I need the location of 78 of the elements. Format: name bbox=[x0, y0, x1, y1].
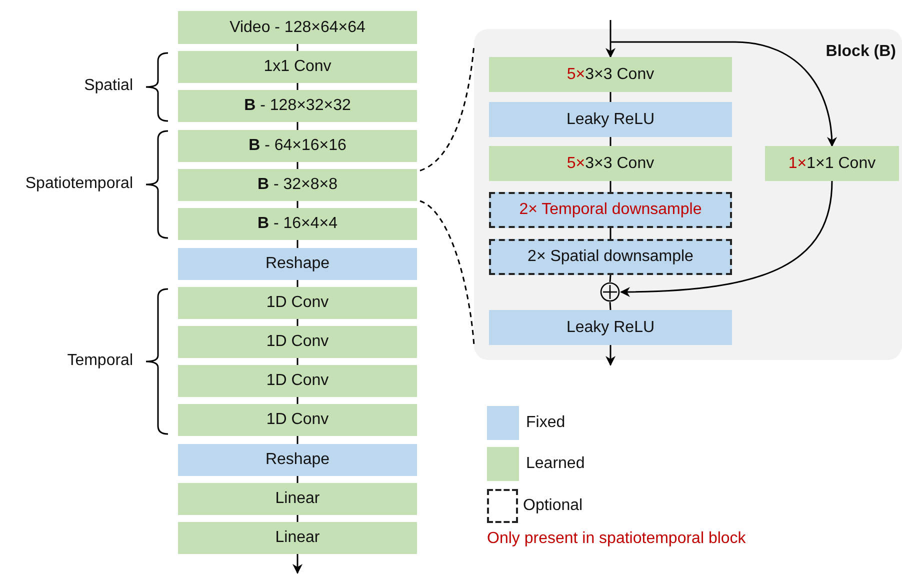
layer-label: 1D Conv bbox=[266, 294, 329, 312]
connector-line bbox=[609, 274, 612, 282]
connector-line bbox=[610, 92, 612, 102]
layer-label: B - 128×32×32 bbox=[244, 97, 351, 115]
layer-box bbox=[489, 192, 732, 228]
connector-line bbox=[296, 397, 298, 404]
layer-box bbox=[489, 239, 732, 275]
legend-label: Learned bbox=[526, 455, 585, 473]
layer-label: 5×3×3 Conv bbox=[566, 154, 654, 172]
layer-label: 5×3×3 Conv bbox=[566, 66, 654, 84]
layer-label: 1x1 Conv bbox=[264, 58, 332, 76]
layer-box bbox=[489, 310, 732, 345]
layer-box bbox=[178, 11, 417, 44]
arrow bbox=[606, 345, 616, 366]
connector-line bbox=[296, 436, 298, 444]
note-text: Only present in spatiotemporal block bbox=[487, 530, 746, 548]
layer-box bbox=[178, 248, 417, 280]
group-label: Spatiotemporal bbox=[25, 175, 133, 193]
connector-line bbox=[610, 228, 612, 239]
layer-box bbox=[178, 326, 417, 358]
layer-label: 1D Conv bbox=[266, 411, 329, 429]
connector-line bbox=[296, 240, 298, 248]
group-label: Temporal bbox=[67, 352, 133, 370]
legend-label: Optional bbox=[523, 497, 583, 515]
connector-line bbox=[296, 201, 298, 208]
layer-box bbox=[765, 146, 899, 181]
layer-label: Leaky ReLU bbox=[566, 110, 655, 128]
block-title: Block (B) bbox=[826, 43, 896, 61]
connector-line bbox=[296, 280, 298, 287]
layer-label: 2× Temporal downsample bbox=[519, 201, 702, 219]
connector-line bbox=[296, 162, 298, 169]
connector-line bbox=[296, 83, 298, 90]
layer-box bbox=[178, 208, 417, 240]
sum-symbol bbox=[600, 282, 620, 302]
layer-label: 1D Conv bbox=[266, 372, 329, 390]
layer-label: Reshape bbox=[265, 255, 330, 273]
arrow bbox=[606, 20, 616, 58]
layer-label: B - 16×4×4 bbox=[257, 215, 338, 233]
arrow bbox=[610, 41, 837, 147]
connector-line bbox=[296, 319, 298, 326]
layer-label: B - 64×16×16 bbox=[248, 137, 346, 155]
connector-line bbox=[296, 476, 298, 483]
group-label: Spatial bbox=[84, 77, 133, 95]
layer-box bbox=[178, 404, 417, 436]
layer-label: Linear bbox=[275, 529, 320, 547]
layer-label: 1D Conv bbox=[266, 333, 329, 351]
layer-box bbox=[489, 57, 732, 92]
layer-label: Linear bbox=[275, 490, 320, 508]
layer-box bbox=[178, 365, 417, 397]
arrow bbox=[620, 180, 833, 297]
arrow bbox=[292, 554, 302, 574]
layer-box bbox=[178, 522, 417, 554]
connector-line bbox=[296, 122, 298, 130]
layer-label: 2× Spatial downsample bbox=[528, 248, 694, 266]
connector-line bbox=[296, 44, 298, 51]
legend-label: Fixed bbox=[526, 414, 566, 432]
block-panel bbox=[474, 29, 902, 360]
layer-box bbox=[489, 146, 732, 181]
layer-label: Video - 128×64×64 bbox=[230, 18, 366, 36]
zoom-line bbox=[420, 45, 475, 172]
layer-box bbox=[178, 51, 417, 83]
layer-label: 1×1×1 Conv bbox=[788, 154, 876, 172]
layer-box bbox=[178, 90, 417, 122]
connector-line bbox=[609, 302, 612, 310]
layer-box bbox=[178, 444, 417, 476]
layer-label: B - 32×8×8 bbox=[257, 176, 338, 194]
layer-box bbox=[489, 102, 732, 137]
layer-box bbox=[178, 169, 417, 201]
connector-line bbox=[296, 515, 298, 522]
layer-box bbox=[178, 130, 417, 162]
layer-box bbox=[178, 287, 417, 319]
layer-label: Reshape bbox=[265, 451, 330, 469]
connector-line bbox=[610, 137, 612, 146]
zoom-line bbox=[420, 200, 475, 346]
layer-box bbox=[178, 483, 417, 515]
layer-label: Leaky ReLU bbox=[566, 318, 655, 336]
connector-line bbox=[296, 358, 298, 365]
connector-line bbox=[610, 181, 612, 192]
